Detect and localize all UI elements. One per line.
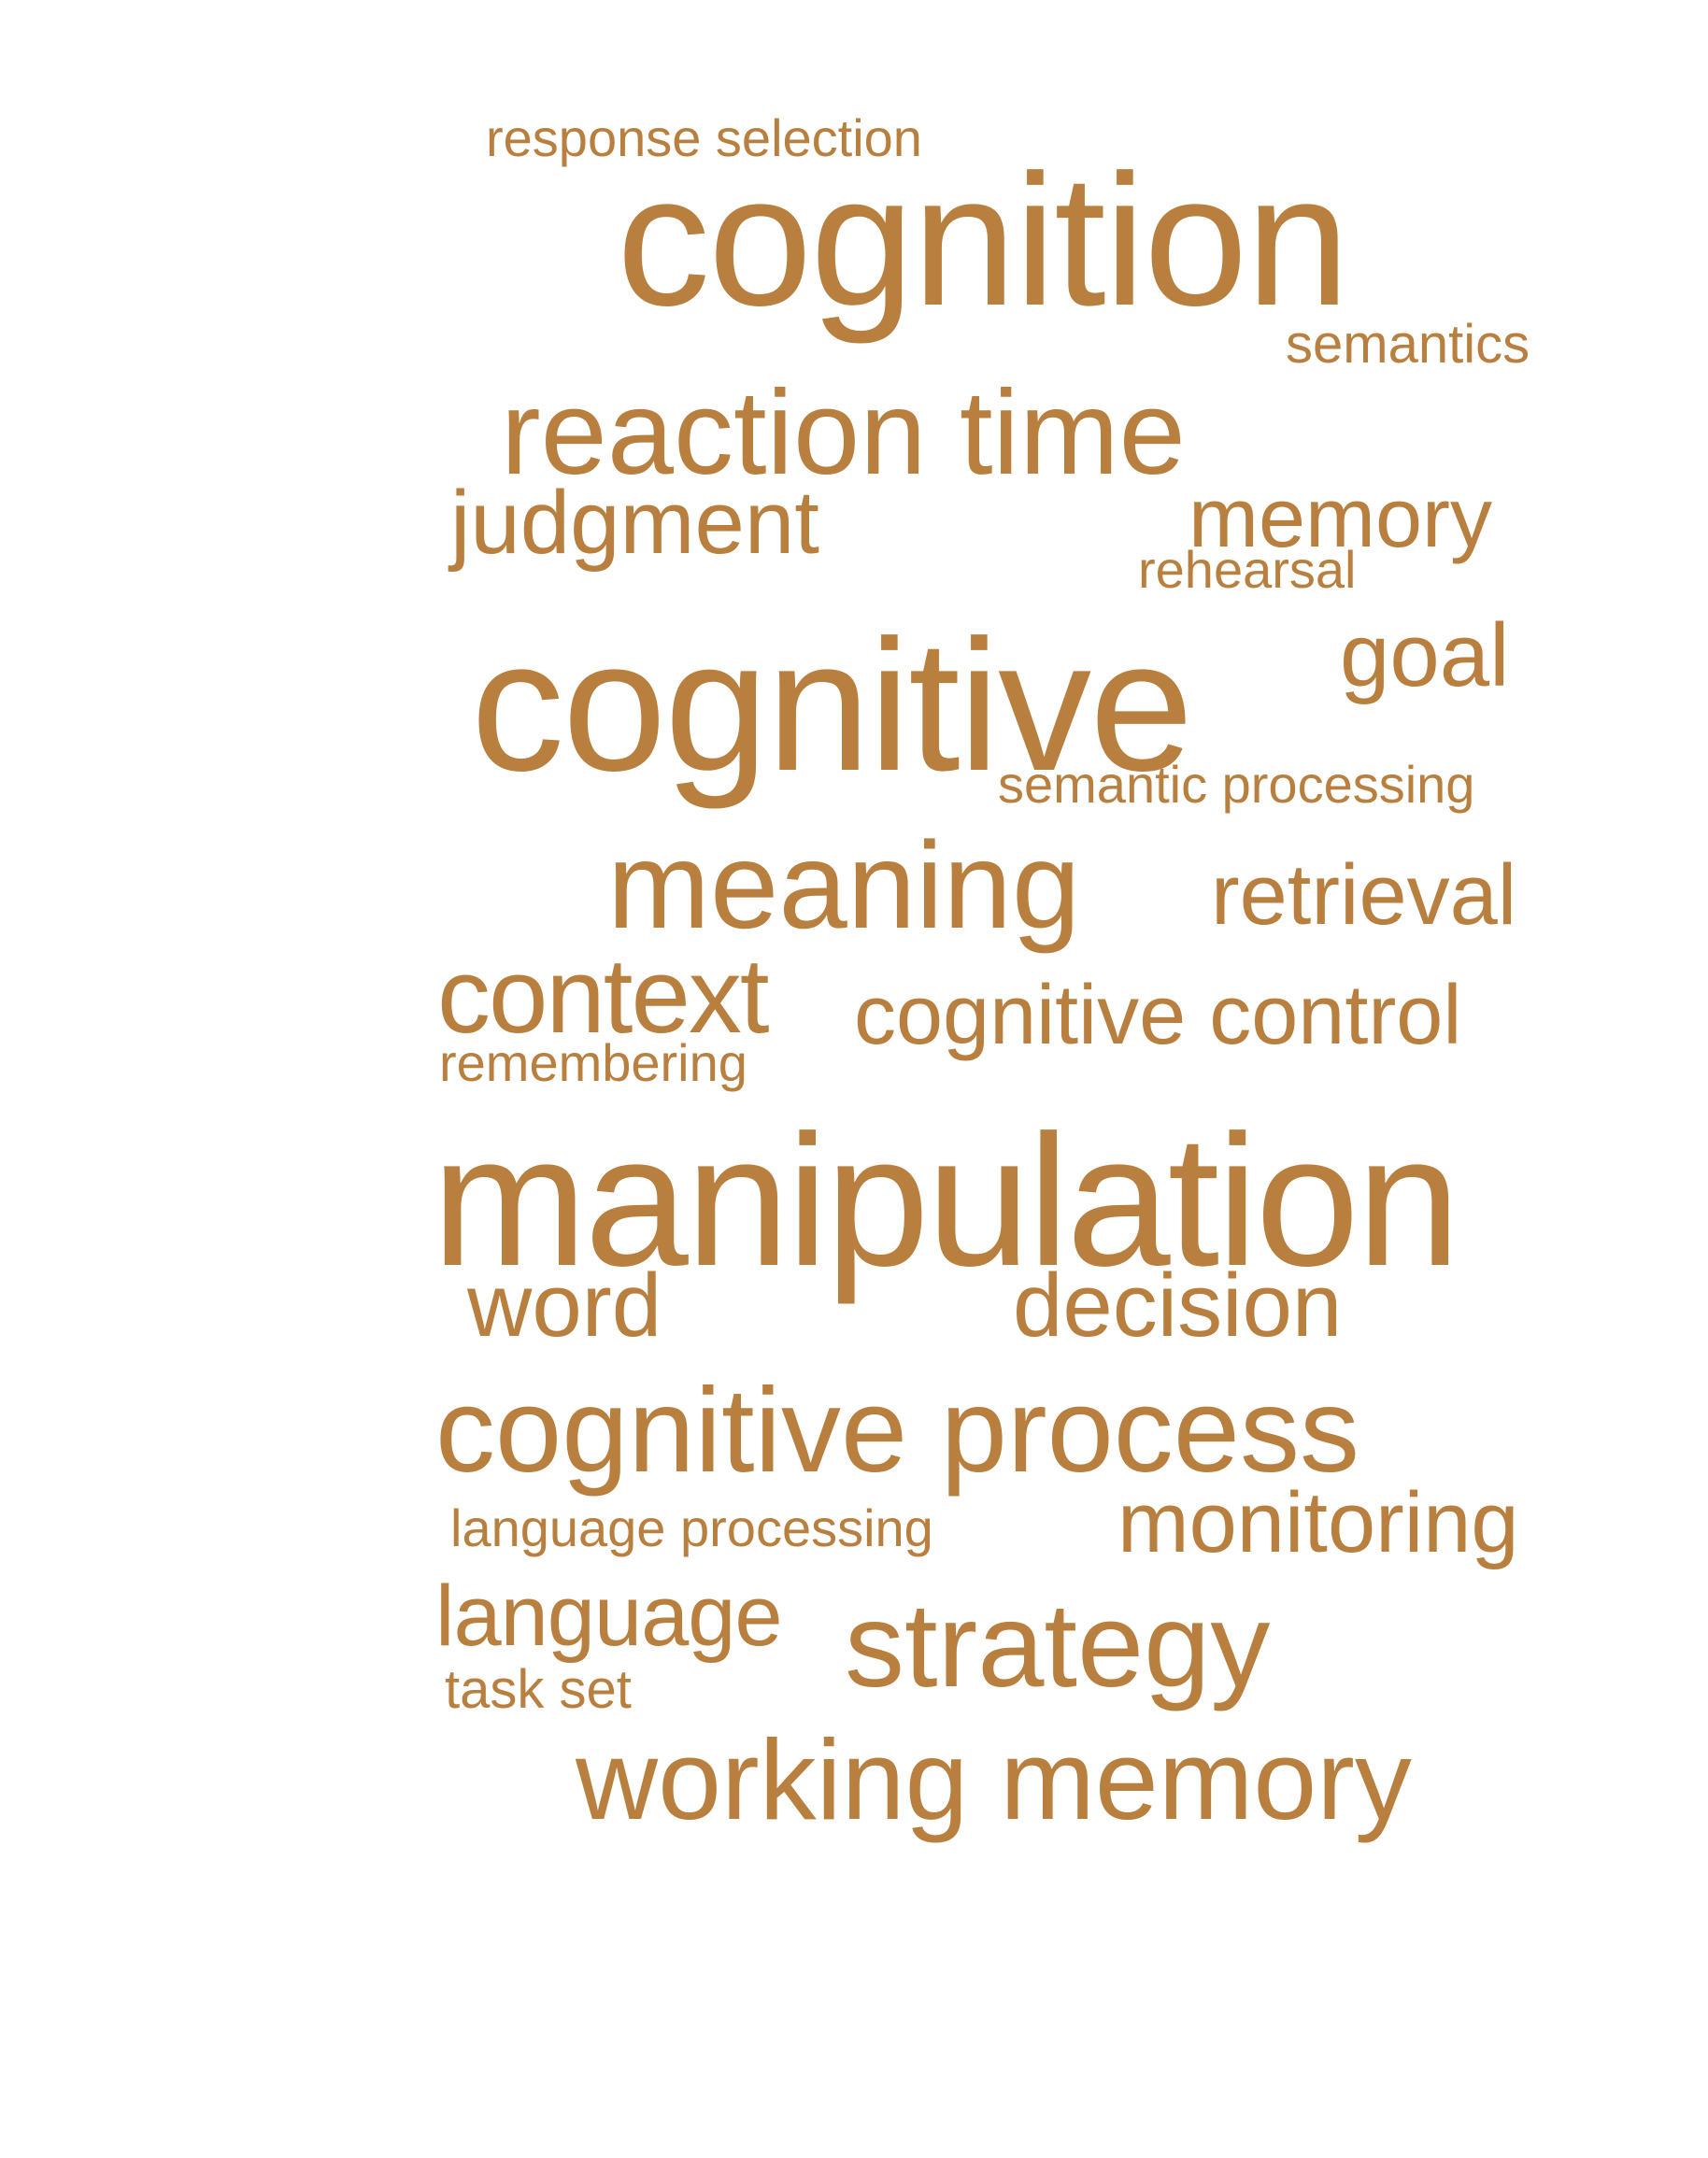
word-goal: goal <box>1340 605 1510 705</box>
word-remembering: remembering <box>439 1033 747 1092</box>
word-semantic-processing: semantic processing <box>998 755 1475 814</box>
word-retrieval: retrieval <box>1211 847 1517 943</box>
word-language: language <box>435 1569 783 1664</box>
word-context: context <box>437 937 770 1056</box>
word-cognitive-process: cognitive process <box>435 1364 1359 1498</box>
word-language-processing: language processing <box>450 1498 933 1557</box>
word-semantics: semantics <box>1286 314 1530 375</box>
word-cognitive: cognitive <box>471 602 1193 810</box>
word-memory: memory <box>1188 472 1493 565</box>
word-response-selection: response selection <box>486 108 922 167</box>
word-word: word <box>467 1256 662 1356</box>
word-meaning: meaning <box>607 816 1081 954</box>
word-decision: decision <box>1013 1256 1343 1356</box>
word-task-set: task set <box>445 1659 632 1720</box>
word-judgment: judgment <box>450 473 819 573</box>
word-reaction-time: reaction time <box>501 366 1186 500</box>
word-cognition: cognition <box>617 136 1350 345</box>
word-working-memory: working memory <box>576 1716 1412 1843</box>
word-strategy: strategy <box>845 1579 1271 1712</box>
word-cognitive-control: cognitive control <box>854 969 1462 1062</box>
word-manipulation: manipulation <box>432 1097 1460 1305</box>
word-monitoring: monitoring <box>1117 1475 1519 1570</box>
word-rehearsal: rehearsal <box>1138 540 1357 599</box>
